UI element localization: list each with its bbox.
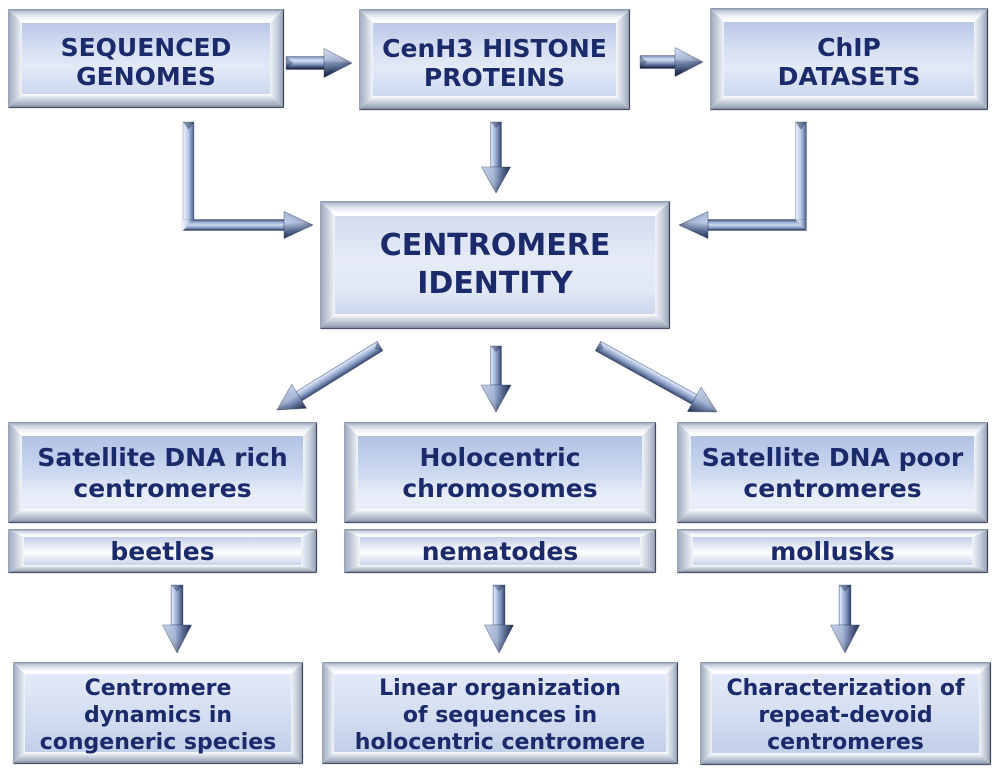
node-chip-datasets-label: ChIP DATASETS [777,33,921,91]
node-satellite-rich-bevel [8,422,318,524]
arrow-cenh3-to-identity [481,121,511,194]
node-sequenced-genomes-bevel [8,9,285,109]
arrow-identity-to-holocentric [480,345,512,413]
node-cenh3-histone-proteins: CenH3 HISTONE PROTEINS [360,10,629,109]
arrow-nematodes-to-outcome [484,584,514,654]
node-outcome-poor-bevel [700,662,992,766]
node-holocentric: Holocentric chromosomes [345,423,655,522]
node-cenh3-histone-proteins-label: CenH3 HISTONE PROTEINS [382,33,607,92]
node-satellite-rich: Satellite DNA rich centromeres [9,423,316,522]
node-beetles-bevel [8,529,318,574]
arrow-chip-to-identity [678,121,807,239]
node-centromere-identity-bevel [320,201,671,330]
node-holocentric-label: Holocentric chromosomes [402,442,598,503]
arrow-mollusks-to-outcome [830,584,860,654]
arrow-cenh3-to-chip [639,47,704,77]
arrow-identity-to-satellite-poor [594,340,718,413]
node-outcome-rich-label: Centromere dynamics in congeneric specie… [39,675,277,755]
node-outcome-holo-label: Linear organization of sequences in holo… [354,675,646,755]
node-cenh3-histone-proteins-bevel [359,9,631,111]
node-centromere-identity-label: CENTROMERE IDENTITY [379,228,611,301]
node-centromere-identity: CENTROMERE IDENTITY [321,202,669,328]
node-satellite-poor: Satellite DNA poor centromeres [678,423,987,522]
arrow-genomes-to-cenh3 [285,48,353,78]
node-mollusks-label: mollusks [770,536,895,566]
node-outcome-poor: Characterization of repeat-devoid centro… [701,663,990,764]
node-nematodes: nematodes [345,530,655,572]
node-beetles: beetles [9,530,316,572]
node-satellite-poor-bevel [677,422,989,524]
node-mollusks: mollusks [678,530,987,572]
node-nematodes-label: nematodes [421,536,579,566]
node-outcome-holo-bevel [322,662,679,765]
node-beetles-label: beetles [110,536,215,566]
node-sequenced-genomes: SEQUENCED GENOMES [9,10,283,107]
node-outcome-holo: Linear organization of sequences in holo… [323,663,677,763]
node-satellite-poor-label: Satellite DNA poor centromeres [701,442,964,503]
arrow-beetles-to-outcome [162,584,192,654]
node-holocentric-bevel [344,422,657,524]
node-chip-datasets: ChIP DATASETS [711,9,987,109]
node-outcome-rich: Centromere dynamics in congeneric specie… [14,663,302,763]
node-outcome-poor-label: Characterization of repeat-devoid centro… [726,676,965,755]
arrow-genomes-to-identity [182,121,314,239]
arrow-identity-to-satellite-rich [276,340,384,411]
node-outcome-rich-bevel [13,662,304,765]
node-chip-datasets-bevel [710,8,989,111]
node-sequenced-genomes-label: SEQUENCED GENOMES [60,32,232,91]
node-mollusks-bevel [677,529,989,574]
node-satellite-rich-label: Satellite DNA rich centromeres [37,442,288,503]
node-nematodes-bevel [344,529,657,574]
